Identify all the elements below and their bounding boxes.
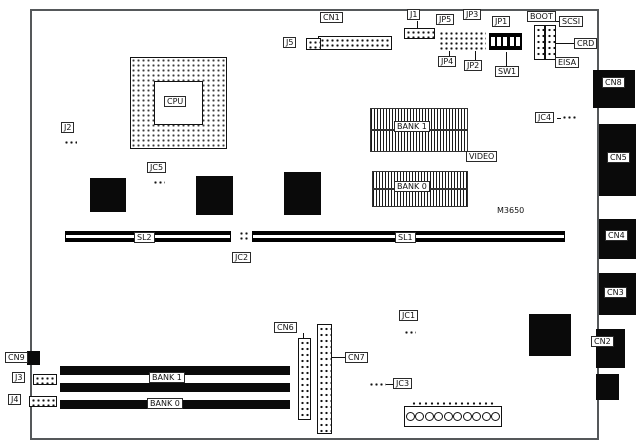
label-jc2: JC2 [232,252,252,263]
connector-j1 [404,28,435,39]
label-cn4: CN4 [605,230,628,241]
label-jp1: JP1 [492,16,511,27]
label-cn8: CN8 [602,77,625,88]
label-cn9: CN9 [5,352,28,363]
label-sw1: SW1 [495,66,520,77]
label-sl1: SL1 [395,232,416,243]
connector-cn7 [317,324,332,434]
board-model-text: M3650 [497,206,525,215]
label-crd: CRD [574,38,598,49]
label-scsi: SCSI [559,16,584,27]
label-jp2: JP2 [464,60,483,71]
power-connector-pins [410,400,494,405]
label-bank1-bottom: BANK 1 [149,372,185,383]
label-j5: J5 [283,37,297,48]
label-bank0-bottom: BANK 0 [147,398,183,409]
simm-slot-2 [60,383,290,392]
label-jp3: JP3 [463,9,482,20]
connector-cn6 [298,338,311,420]
connector-j4 [29,396,57,407]
power-connector [404,406,502,427]
ic-chip-3 [284,172,321,215]
leader-jp4 [449,51,450,56]
label-boot: BOOT [527,11,556,22]
label-bank1-top: BANK 1 [394,121,430,132]
label-jc3: JC3 [393,378,413,389]
ic-chip-4 [529,314,571,356]
label-jp4: JP4 [438,56,457,67]
leader-cn7 [330,357,345,358]
label-cn1: CN1 [320,12,343,23]
label-cn5: CN5 [607,152,630,163]
connector-bottom-right [596,374,619,400]
dip-switch-sw1 [489,33,522,50]
leader-sw1 [506,52,507,66]
leader-jc4 [557,118,561,119]
jumper-jc5 [152,179,165,185]
label-cn3: CN3 [604,287,627,298]
leader-scsi [554,21,559,22]
leader-jp2 [475,51,476,60]
jumper-block-jp [438,30,486,51]
label-j2: J2 [61,122,75,133]
connector-j5 [306,38,321,50]
label-jc4: JC4 [535,112,555,123]
leader-cn6 [303,333,304,338]
connector-cn9 [27,351,40,365]
label-j4: J4 [8,394,22,405]
connector-cn1 [318,36,392,50]
label-j1: J1 [407,9,421,20]
label-sl2: SL2 [134,232,155,243]
label-jc5: JC5 [147,162,167,173]
leader-jc3 [386,384,393,385]
jumper-j2 [63,139,77,145]
label-bank0-top: BANK 0 [394,181,430,192]
label-cpu: CPU [164,96,187,107]
leader-crd [554,43,574,44]
jumper-jc4 [561,114,577,121]
connector-scsi-pins [545,25,556,60]
ic-chip-1 [90,178,126,212]
ic-chip-2 [196,176,233,215]
label-jc1: JC1 [399,310,419,321]
simm-slot-1 [60,366,290,375]
connector-j3 [33,374,57,385]
label-video: VIDEO [466,151,498,162]
label-jp5: JP5 [436,14,455,25]
label-j3: J3 [12,372,26,383]
connector-boot [534,25,545,60]
label-cn2: CN2 [591,336,614,347]
jumper-jc1 [403,329,416,335]
jumper-jc2 [238,230,249,240]
connector-cn2 [596,329,625,368]
memory-bank1-row2 [370,130,468,152]
label-cn6: CN6 [274,322,297,333]
label-cn7: CN7 [345,352,368,363]
leader-j1 [417,21,418,28]
connector-cn8 [593,70,635,108]
label-eisa: EISA [555,57,580,68]
jumper-jc3 [368,381,386,388]
